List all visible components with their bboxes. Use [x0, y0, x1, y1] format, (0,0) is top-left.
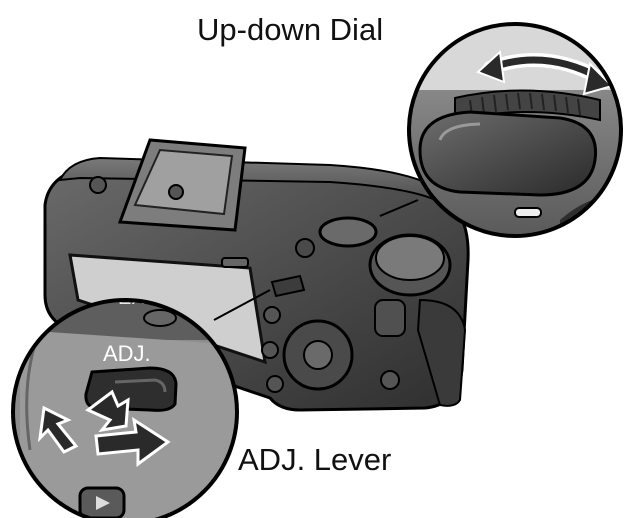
- arrow-right-head: [582, 61, 614, 96]
- body-adj-lever: [270, 274, 306, 298]
- adj-marking: ADJ.: [103, 341, 151, 366]
- arrow-left: [37, 405, 79, 454]
- adj-lever-label: ADJ. Lever: [238, 442, 392, 477]
- arrow-up: [85, 389, 130, 433]
- arrow-left-head: [476, 49, 506, 84]
- dial-ridges: [469, 92, 581, 117]
- arrow-right: [94, 416, 171, 467]
- zoom-button: [418, 110, 598, 197]
- top-button: [295, 238, 315, 258]
- partial-ex-marking: EX: [118, 287, 145, 309]
- callout-line-dial: [379, 199, 419, 217]
- up-down-dial-label: Up-down Dial: [197, 12, 384, 47]
- body-up-down-dial: [318, 216, 378, 248]
- callout-line-lever: [213, 289, 271, 321]
- zoom-circle-adj-lever: EX ADJ.: [11, 287, 239, 518]
